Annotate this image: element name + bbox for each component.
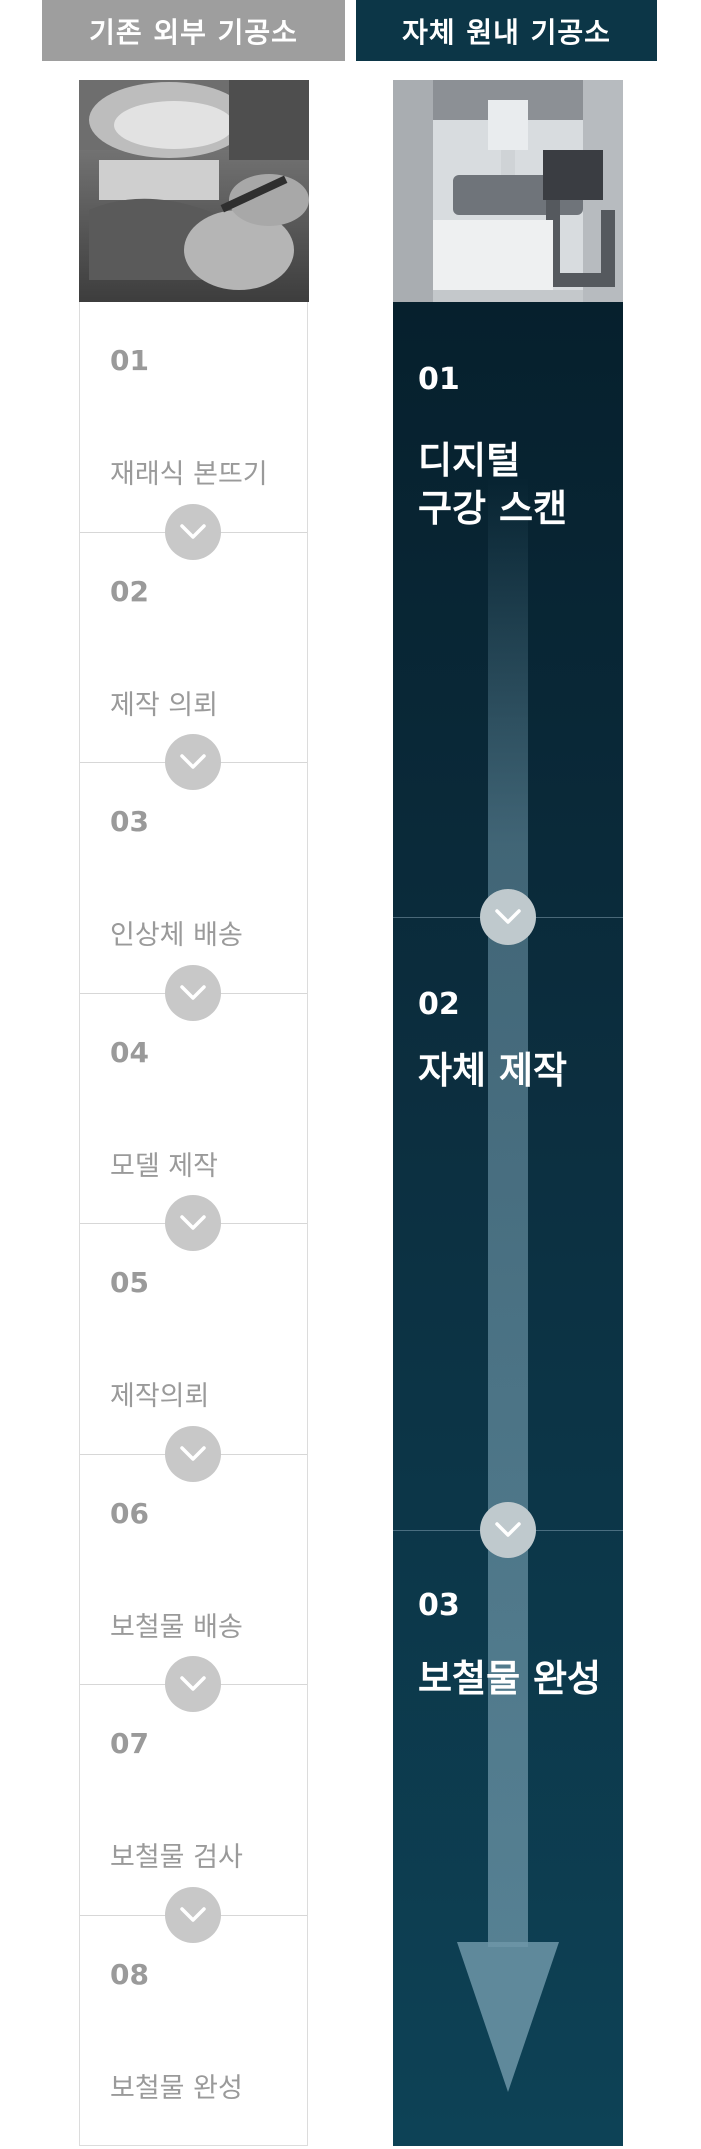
step-label-line2: 구강 스캔 (418, 487, 568, 530)
step-number: 02 (418, 987, 460, 1022)
header-in-house-lab-title: 자체 원내 기공소 (402, 15, 611, 49)
step-number: 03 (418, 1588, 460, 1623)
chevron-down-icon (165, 1656, 221, 1712)
step-label: 자체 제작 (418, 1047, 567, 1095)
step-label-line1: 보철물 완성 (418, 1657, 602, 1700)
chevron-down-icon (165, 1195, 221, 1251)
step-label: 재래식 본뜨기 (110, 459, 268, 490)
step-label: 제작의뢰 (110, 1381, 210, 1412)
step-number: 03 (110, 805, 149, 838)
in-house-milling-machine-photo (393, 80, 623, 302)
step-number: 08 (110, 1957, 149, 1991)
external-lab-step: 02 제작 의뢰 (80, 533, 307, 763)
step-label: 보철물 배송 (110, 1611, 243, 1643)
chevron-down-icon (165, 964, 221, 1021)
header-external-lab: 기존 외부 기공소 (42, 0, 345, 61)
external-lab-step: 01 재래식 본뜨기 (80, 302, 307, 532)
external-lab-step: 03 인상체 배송 (80, 763, 307, 993)
chevron-down-icon (165, 503, 221, 560)
external-lab-photo (79, 80, 309, 302)
external-lab-steps: 01 재래식 본뜨기 02 제작 의뢰 03 인상체 배송 04 모델 제작 05 제작의뢰 06 보… (79, 302, 308, 2146)
external-lab-step: 07 보철물 검사 (80, 1685, 307, 1915)
external-lab-step: 04 모델 제작 (80, 994, 307, 1224)
step-number: 06 (110, 1496, 149, 1530)
external-lab-step: 05 제작의뢰 (80, 1224, 307, 1454)
flow-arrow-head (457, 1942, 559, 2092)
step-label: 모델 제작 (110, 1150, 218, 1182)
chevron-down-icon (480, 889, 536, 945)
chevron-down-icon (165, 1425, 221, 1482)
external-lab-step: 06 보철물 배송 (80, 1455, 307, 1685)
step-number: 05 (110, 1266, 149, 1299)
flow-arrow-shaft (488, 477, 528, 1947)
step-label: 제작 의뢰 (110, 689, 218, 721)
step-label: 인상체 배송 (110, 920, 243, 951)
step-number: 02 (110, 574, 149, 608)
step-number: 01 (418, 362, 460, 397)
step-label-line1: 자체 제작 (418, 1049, 568, 1092)
step-label: 보철물 완성 (110, 2072, 243, 2104)
step-label: 보철물 검사 (110, 1842, 243, 1873)
chevron-down-icon (165, 1886, 221, 1943)
external-lab-step: 08 보철물 완성 (80, 1916, 307, 2146)
step-label: 보철물 완성 (418, 1655, 601, 1703)
header-external-lab-title: 기존 외부 기공소 (89, 15, 298, 49)
step-number: 07 (110, 1727, 149, 1760)
header-in-house-lab: 자체 원내 기공소 (356, 0, 657, 61)
step-number: 01 (110, 344, 149, 377)
chevron-down-icon (165, 734, 221, 790)
step-label-line1: 디지털 (418, 439, 521, 482)
chevron-down-icon (480, 1502, 536, 1558)
step-number: 04 (110, 1035, 149, 1069)
